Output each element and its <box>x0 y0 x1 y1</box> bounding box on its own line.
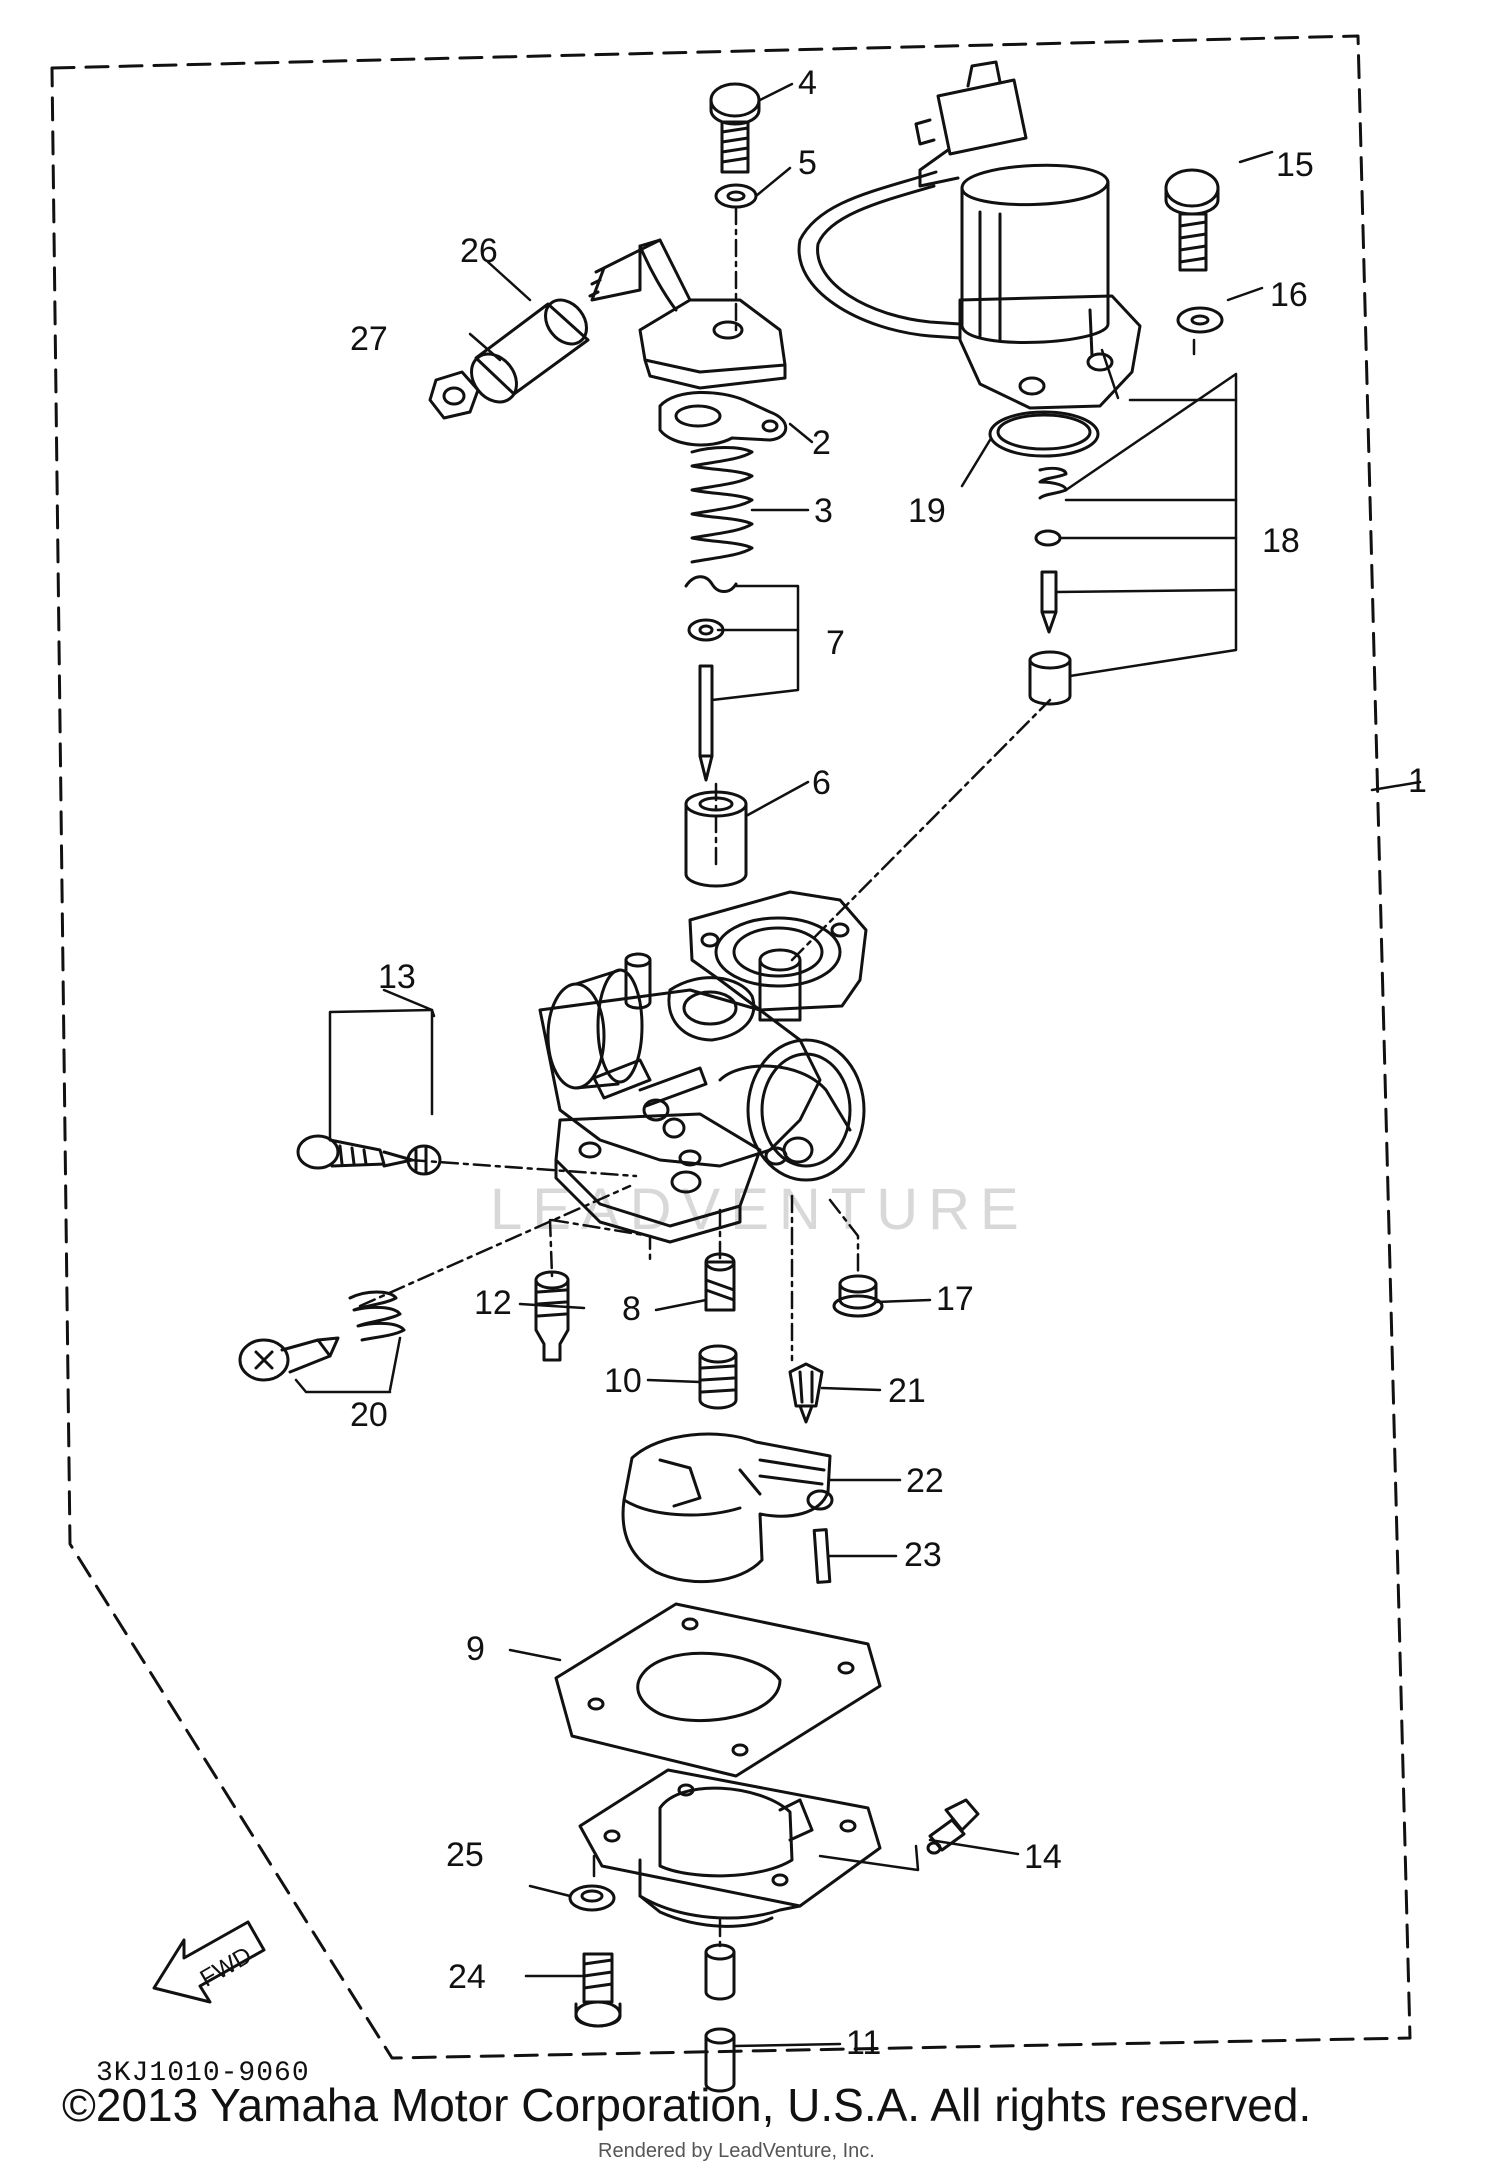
part-18-plunger-set <box>1028 466 1072 706</box>
callout-25: 25 <box>446 1836 484 1874</box>
part-13-pilot-screw <box>296 1134 442 1176</box>
part-8-main-jet <box>704 1252 736 1312</box>
callout-22: 22 <box>906 1462 944 1500</box>
copyright-notice: ©2013 Yamaha Motor Corporation, U.S.A. A… <box>62 2079 1312 2131</box>
part-22-float <box>621 1432 834 1584</box>
callout-27: 27 <box>350 320 388 358</box>
callout-15: 15 <box>1276 146 1314 184</box>
callout-12: 12 <box>474 1284 512 1322</box>
top-cap <box>588 238 787 390</box>
leader-lines <box>294 82 1422 2048</box>
part-24-screw <box>574 1952 622 2028</box>
part-27-nut <box>428 370 480 420</box>
callout-7: 7 <box>826 624 845 662</box>
part-25-washer <box>568 1884 616 1912</box>
part-9-gasket <box>554 1602 882 1778</box>
part-19-o-ring <box>988 410 1100 458</box>
part-2-gasket <box>658 391 788 447</box>
callout-21: 21 <box>888 1372 926 1410</box>
callout-26: 26 <box>460 232 498 270</box>
callout-6: 6 <box>812 764 831 802</box>
part-15-screw <box>1164 168 1220 272</box>
callout-18: 18 <box>1262 522 1300 560</box>
part-4-screw <box>709 82 761 174</box>
callout-17: 17 <box>936 1280 974 1318</box>
callout-23: 23 <box>904 1536 942 1574</box>
callout-20: 20 <box>350 1396 388 1434</box>
part-21-float-needle <box>788 1362 824 1424</box>
assembly-boundary <box>50 34 1412 2060</box>
solenoid-unit <box>797 60 1142 410</box>
part-20-adjust-screw <box>238 1290 406 1382</box>
callout-3: 3 <box>814 492 833 530</box>
fwd-label: FWD <box>196 1942 257 1993</box>
callout-13: 13 <box>378 958 416 996</box>
carburetor-body <box>538 890 868 1244</box>
callout-14: 14 <box>1024 1838 1062 1876</box>
callout-9: 9 <box>466 1630 485 1668</box>
callout-24: 24 <box>448 1958 486 1996</box>
part-16-washer <box>1176 306 1224 334</box>
part-7-needle-set <box>684 575 738 782</box>
part-26-cap <box>470 298 590 404</box>
rendered-by: Rendered by LeadVenture, Inc. <box>598 2140 875 2162</box>
part-17-plug <box>832 1274 884 1318</box>
callout-10: 10 <box>604 1362 642 1400</box>
callout-16: 16 <box>1270 276 1308 314</box>
callout-5: 5 <box>798 144 817 182</box>
part-10-holder <box>698 1344 738 1410</box>
callout-8: 8 <box>622 1290 641 1328</box>
callout-19: 19 <box>908 492 946 530</box>
callout-4: 4 <box>798 64 817 102</box>
callout-1: 1 <box>1408 762 1427 800</box>
fwd-arrow: FWD <box>152 1920 266 2004</box>
part-12-jet <box>534 1270 570 1362</box>
part-3-spring <box>690 446 754 564</box>
callout-numbers: 1 2 3 4 5 6 7 8 9 10 11 12 13 14 15 16 1… <box>96 64 1427 2089</box>
float-bowl <box>578 1768 882 1928</box>
part-code: 3KJ1010-9060 <box>96 2058 310 2089</box>
part-5-washer <box>714 183 758 209</box>
callout-11: 11 <box>846 2024 881 2062</box>
callout-2: 2 <box>812 424 831 462</box>
part-11-drain <box>704 1943 736 2093</box>
part-14-screw <box>926 1798 980 1855</box>
